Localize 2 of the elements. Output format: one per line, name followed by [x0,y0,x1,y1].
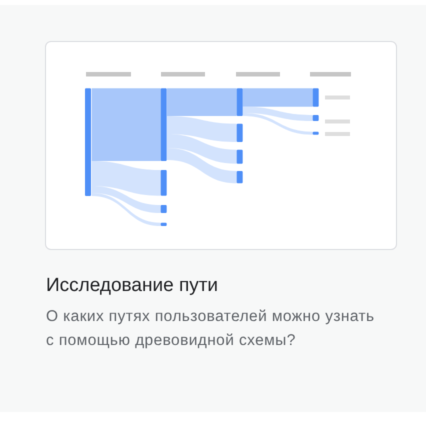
card-title: Исследование пути [46,275,218,297]
card-description: О каких путях пользователей можно узнать с помощью древовидной схемы? [46,307,376,351]
